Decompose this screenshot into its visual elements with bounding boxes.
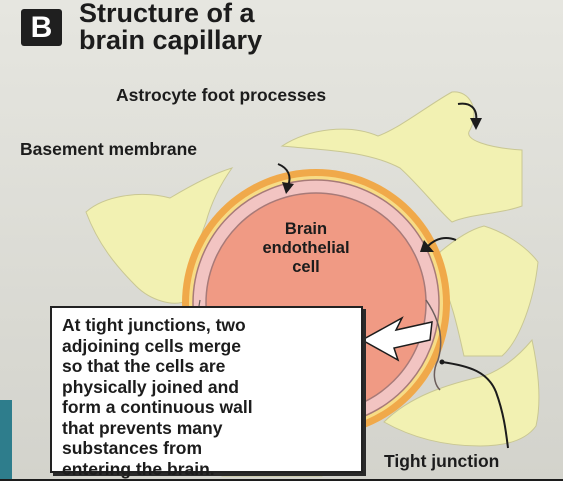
title-line-2: brain capillary [79,27,262,54]
callout-line: At tight junctions, two [62,315,351,336]
callout-line: so that the cells are [62,356,351,377]
callout-line: entering the brain. [62,459,351,480]
label-endothelial-line-3: cell [241,258,371,277]
callout-line: adjoining cells merge [62,336,351,357]
callout-line: that prevents many [62,418,351,439]
title-line-1: Structure of a [79,0,262,27]
tight-junction-callout: At tight junctions, two adjoining cells … [50,306,363,473]
label-endothelial-line-1: Brain [241,220,371,239]
label-endothelial-cell: Brain endothelial cell [241,220,371,277]
label-astrocyte: Astrocyte foot processes [116,85,326,106]
panel-badge: B [21,9,62,46]
label-tight-junction: Tight junction [384,451,499,472]
figure-title: Structure of a brain capillary [79,0,262,54]
panel-edge-strip [0,400,12,480]
label-endothelial-line-2: endothelial [241,239,371,258]
callout-line: substances from [62,438,351,459]
callout-line: form a continuous wall [62,397,351,418]
tight-junction-dot [440,360,445,365]
callout-line: physically joined and [62,377,351,398]
label-basement-membrane: Basement membrane [20,139,197,160]
